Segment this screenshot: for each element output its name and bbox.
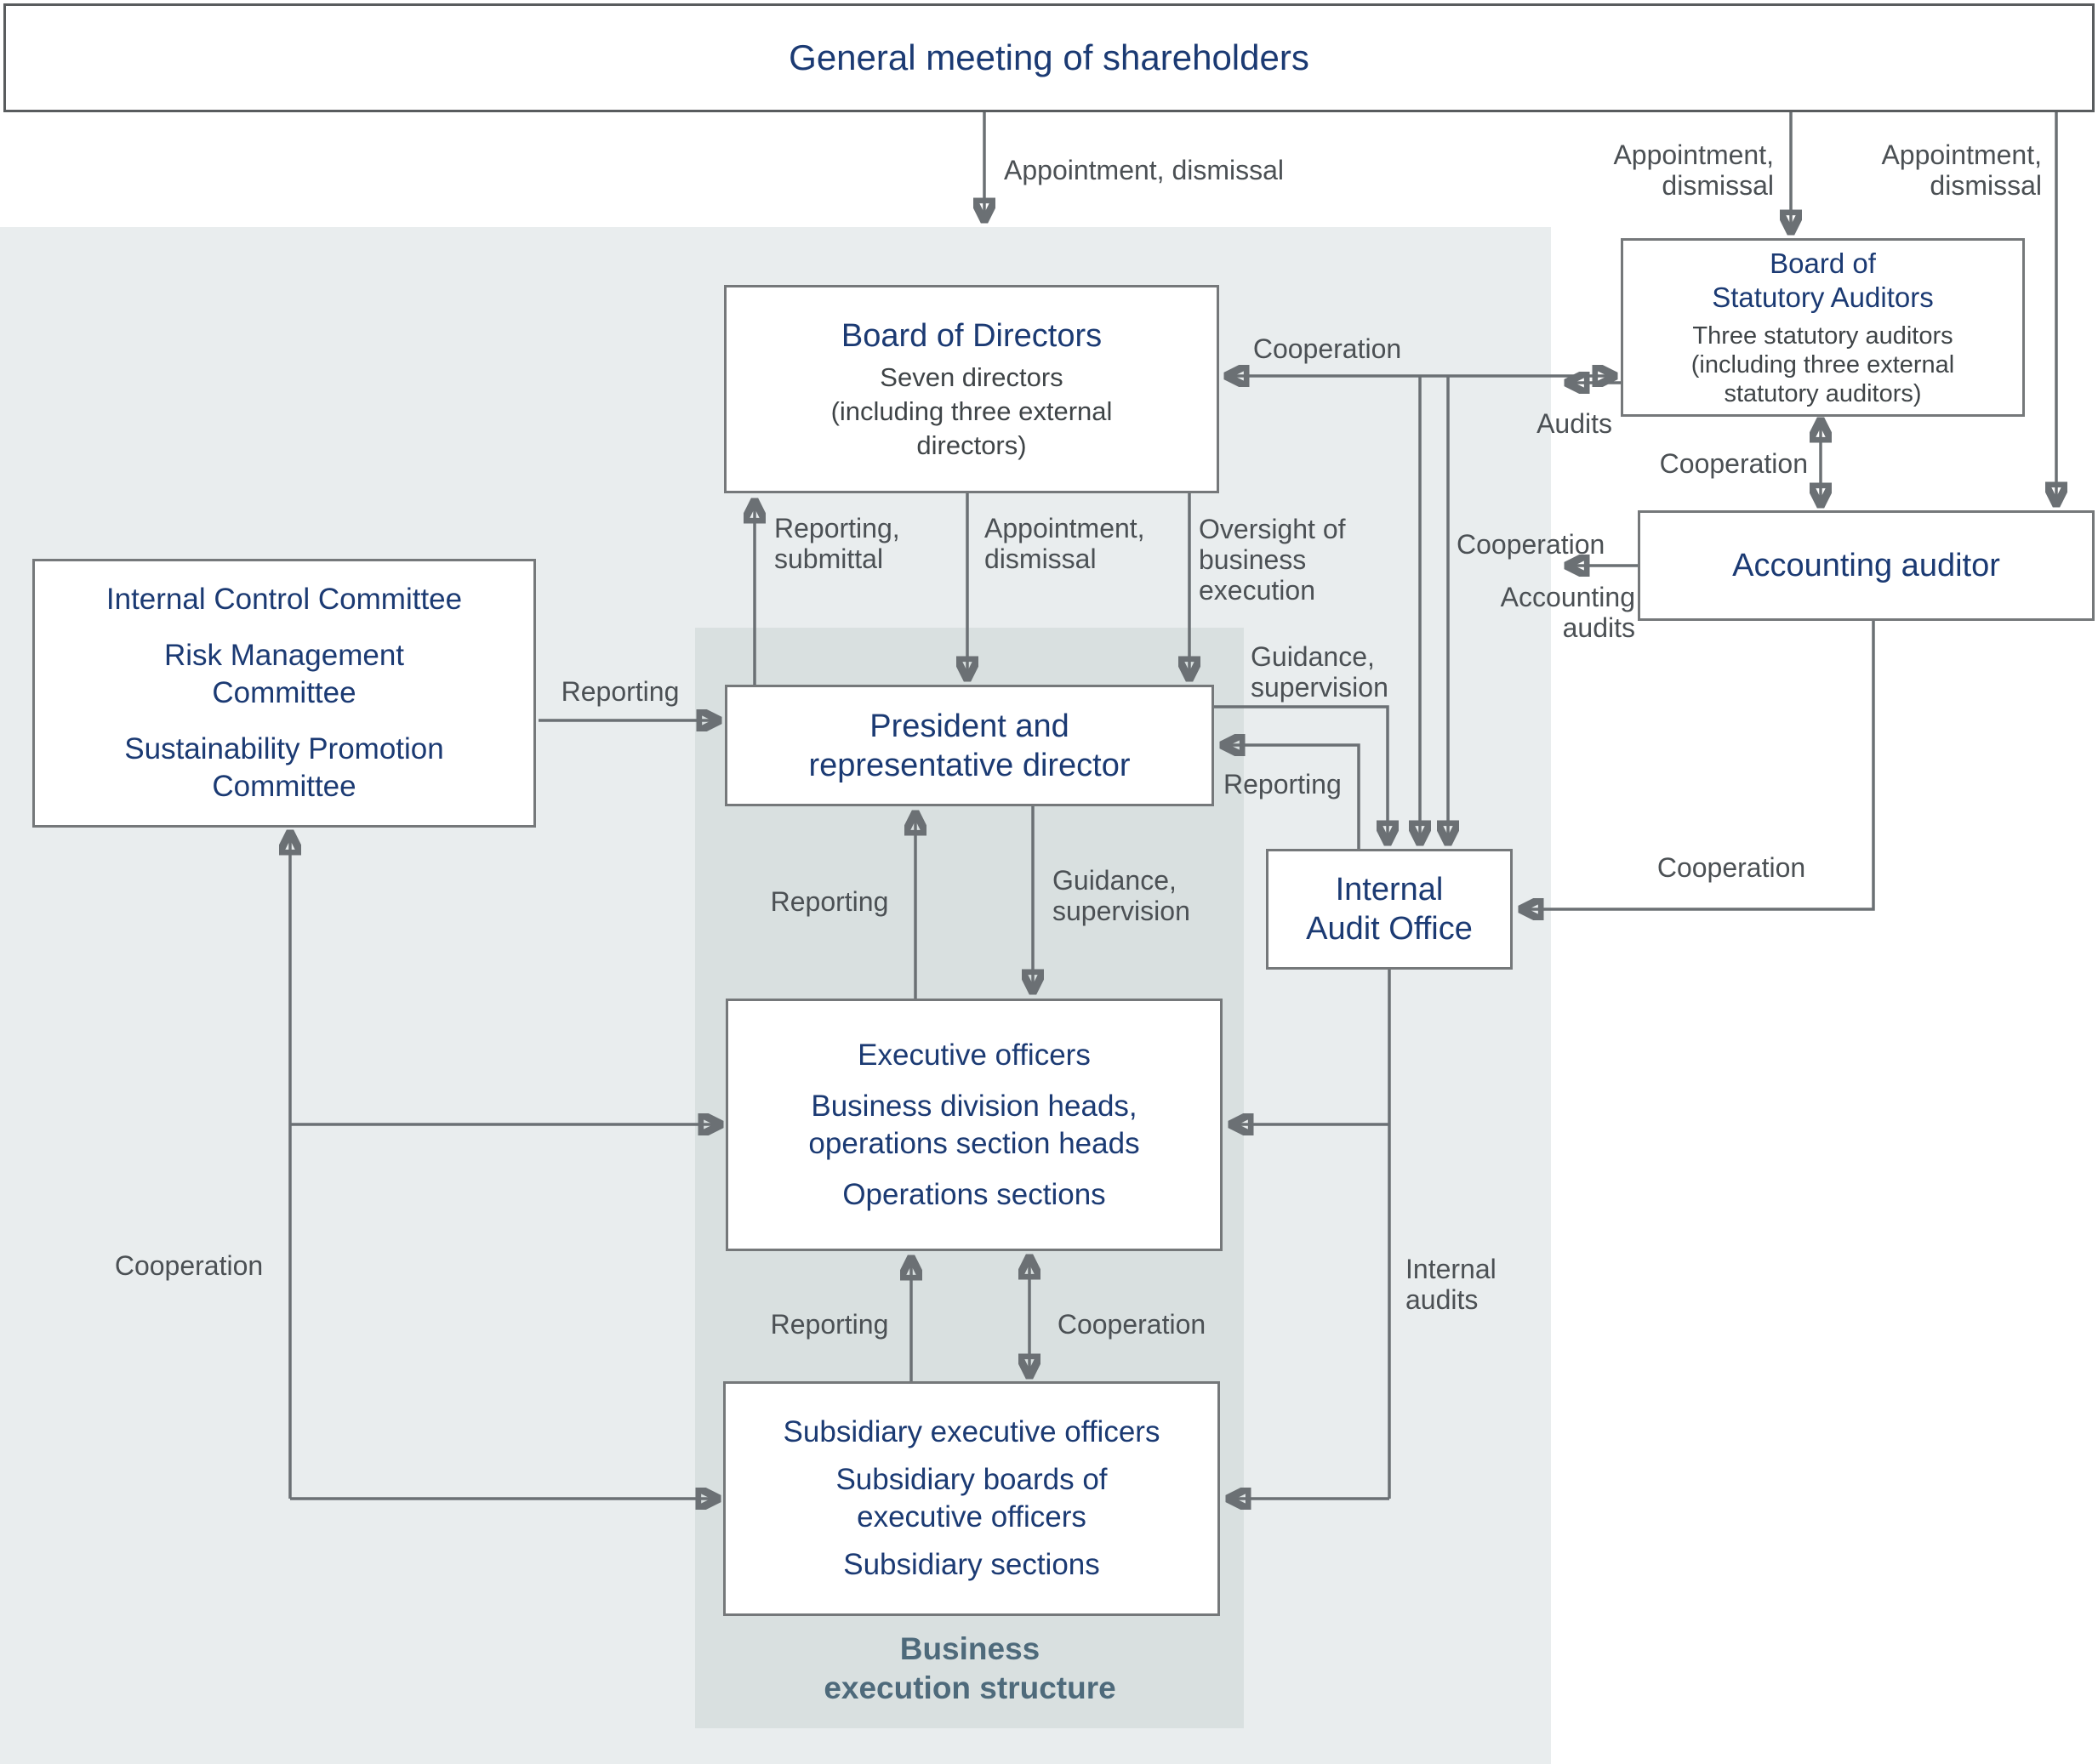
arrow-reporting-iao-president bbox=[1223, 745, 1360, 849]
label-reporting-exec-president: Reporting bbox=[770, 886, 889, 917]
statutory-auditors-box: Board of Statutory Auditors Three statut… bbox=[1621, 238, 2025, 417]
label-audits: Audits bbox=[1536, 408, 1612, 439]
label-coop-statutory-accounting: Cooperation bbox=[1659, 448, 1808, 479]
subsidiaries-line1: Subsidiary executive officers bbox=[783, 1415, 1160, 1448]
general-meeting-title: General meeting of shareholders bbox=[789, 37, 1309, 77]
label-gm-to-statutory: Appointment, dismissal bbox=[1613, 139, 1774, 201]
label-coop-accounting-iao: Cooperation bbox=[1656, 852, 1806, 883]
subsidiaries-line3: Subsidiary sections bbox=[843, 1548, 1100, 1581]
executive-officers-line3: Operations sections bbox=[842, 1177, 1106, 1211]
label-coop-exec-subsid: Cooperation bbox=[1057, 1309, 1206, 1340]
label-reporting-submittal: Reporting, submittal bbox=[774, 513, 900, 574]
committee-item-risk-management: Risk Management Committee bbox=[163, 639, 405, 709]
committees-box: Internal Control Committee Risk Manageme… bbox=[32, 559, 536, 828]
president-title: President and representative director bbox=[808, 708, 1131, 783]
label-oversight: Oversight of business execution bbox=[1199, 514, 1346, 606]
accounting-auditor-box: Accounting auditor bbox=[1638, 510, 2095, 621]
arrow-coop-accounting-iao bbox=[1522, 621, 1875, 909]
label-accounting-audits: Accounting audits bbox=[1500, 582, 1635, 643]
committee-item-sustainability: Sustainability Promotion Committee bbox=[124, 732, 444, 803]
label-reporting-iao: Reporting bbox=[1223, 769, 1342, 799]
label-guidance-iao: Guidance, supervision bbox=[1251, 641, 1388, 703]
president-box: President and representative director bbox=[725, 685, 1214, 806]
label-business-execution-structure: Business execution structure bbox=[824, 1631, 1116, 1705]
board-of-directors-box: Board of Directors Seven directors (incl… bbox=[724, 285, 1219, 493]
subsidiaries-box: Subsidiary executive officers Subsidiary… bbox=[723, 1381, 1220, 1616]
accounting-auditor-title: Accounting auditor bbox=[1732, 548, 2000, 583]
internal-audit-office-box: Internal Audit Office bbox=[1266, 849, 1513, 970]
label-internal-audits: Internal audits bbox=[1405, 1254, 1497, 1315]
label-cooperation-left: Cooperation bbox=[114, 1250, 264, 1281]
label-coop-bod-statutory: Cooperation bbox=[1252, 333, 1402, 364]
statutory-auditors-title: Board of Statutory Auditors bbox=[1712, 248, 1934, 313]
subsidiaries-line2: Subsidiary boards of executive officers bbox=[835, 1463, 1108, 1534]
label-reporting-committee: Reporting bbox=[561, 676, 680, 707]
label-reporting-subsid-exec: Reporting bbox=[770, 1309, 889, 1340]
board-of-directors-title: Board of Directors bbox=[841, 317, 1103, 354]
executive-officers-line1: Executive officers bbox=[858, 1038, 1091, 1072]
general-meeting-box: General meeting of shareholders bbox=[3, 3, 2095, 112]
arrow-guidance-president-iao bbox=[1214, 705, 1388, 842]
executive-officers-line2: Business division heads, operations sect… bbox=[808, 1089, 1140, 1160]
committee-item-internal-control: Internal Control Committee bbox=[105, 583, 463, 616]
statutory-auditors-detail: Three statutory auditors (including thre… bbox=[1690, 322, 1955, 407]
label-appointment-dismissal-bod: Appointment, dismissal bbox=[984, 513, 1145, 574]
board-of-directors-detail: Seven directors (including three externa… bbox=[830, 361, 1113, 460]
internal-audit-office-title: Internal Audit Office bbox=[1306, 872, 1473, 947]
label-gm-to-accounting: Appointment, dismissal bbox=[1881, 139, 2042, 201]
label-coop-statutory-iao: Cooperation bbox=[1457, 529, 1605, 560]
label-guidance-president-exec: Guidance, supervision bbox=[1052, 865, 1190, 926]
executive-officers-box: Executive officers Business division hea… bbox=[726, 999, 1223, 1251]
label-gm-to-company: Appointment, dismissal bbox=[1004, 155, 1285, 185]
